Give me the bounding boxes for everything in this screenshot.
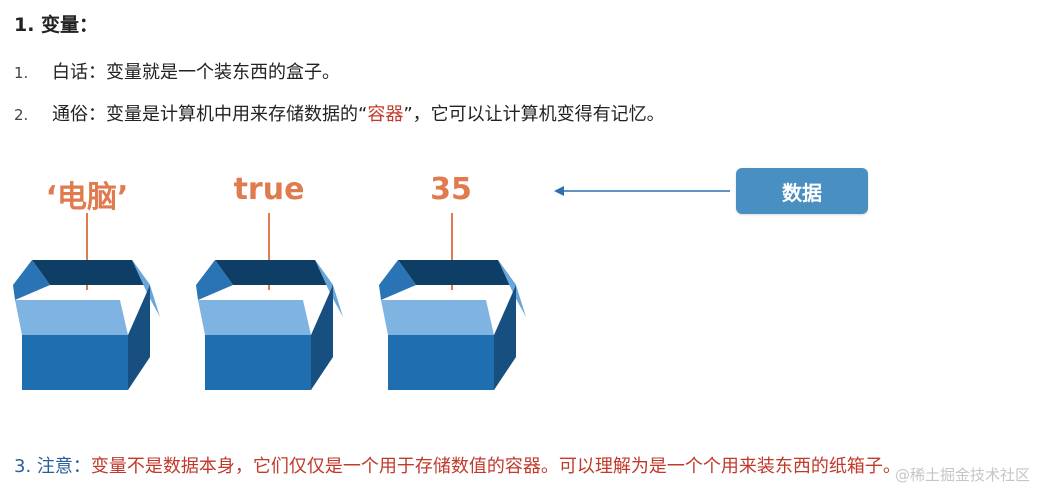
list-text-before: 通俗：变量是计算机中用来存储数据的“ <box>52 104 368 125</box>
list-item: 2. 通俗：变量是计算机中用来存储数据的“容器”，它可以让计算机变得有记忆。 <box>14 100 665 126</box>
watermark: @稀土掘金技术社区 <box>894 466 1030 484</box>
arrow-left-icon <box>552 183 732 199</box>
open-box-icon <box>193 255 343 395</box>
note-text: 变量不是数据本身，它们仅仅是一个用于存储数值的容器。可以理解为是一个个用来装东西… <box>90 456 901 477</box>
list-number: 1. <box>14 64 29 82</box>
list-item: 1. 白话：变量就是一个装东西的盒子。 <box>14 58 340 84</box>
highlight-container-word: 容器 <box>367 104 404 125</box>
list-text-after: ”，它可以让计算机变得有记忆。 <box>403 104 665 125</box>
connector-line <box>451 213 453 290</box>
connector-line <box>86 213 88 290</box>
value-label-boolean: true <box>233 172 305 207</box>
value-label-number: 35 <box>430 172 472 207</box>
note-prefix: 3. 注意： <box>14 456 91 477</box>
open-box-icon <box>10 255 160 395</box>
list-number: 2. <box>14 106 29 124</box>
value-label-string: ‘电脑’ <box>45 180 129 215</box>
connector-line <box>268 213 270 290</box>
data-label-box: 数据 <box>736 168 868 214</box>
section-heading: 1. 变量： <box>14 14 99 36</box>
open-box-icon <box>376 255 526 395</box>
note-line: 3. 注意：变量不是数据本身，它们仅仅是一个用于存储数值的容器。可以理解为是一个… <box>14 452 901 478</box>
list-text: 白话：变量就是一个装东西的盒子。 <box>52 62 340 83</box>
